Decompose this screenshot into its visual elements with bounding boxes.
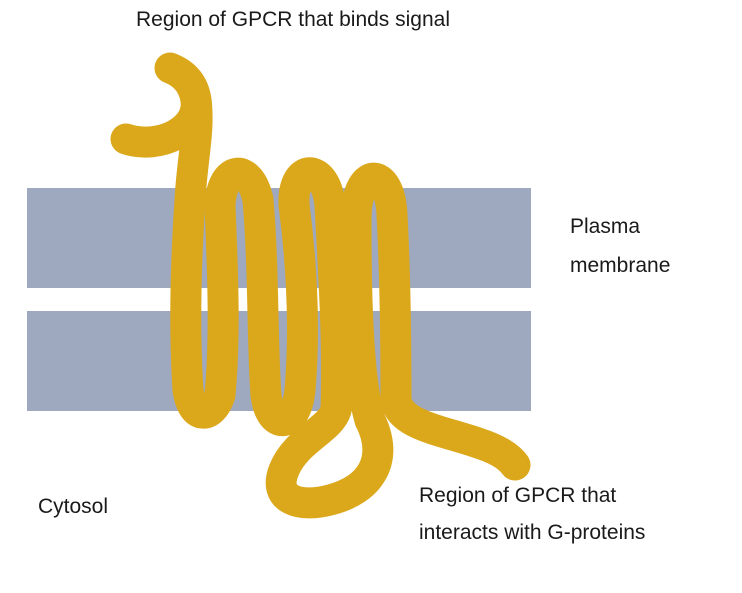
plasma-membrane-label-line2: membrane <box>570 253 671 277</box>
transmembrane-helix-6 <box>340 204 386 436</box>
cytosol-label: Cytosol <box>38 495 109 518</box>
gprotein-region-label-line1: Region of GPCR that <box>419 484 617 507</box>
transmembrane-helix-4 <box>278 189 318 406</box>
intracellular-loop-3 <box>265 394 394 519</box>
plasma-membrane-label: Plasma membrane <box>570 208 670 286</box>
gprotein-region-label: Region of GPCR that interacts with G-pro… <box>419 478 645 552</box>
binding-region-label: Region of GPCR that binds signal <box>136 8 451 31</box>
c-terminal-tail <box>380 384 531 481</box>
gprotein-region-label-line2: interacts with G-proteins <box>419 520 646 544</box>
gpcr-receptor <box>110 52 531 519</box>
transmembrane-helix-3 <box>242 184 282 411</box>
transmembrane-helix-5 <box>314 189 353 426</box>
transmembrane-helix-1 <box>170 84 213 406</box>
transmembrane-helix-7 <box>376 199 412 416</box>
plasma-membrane-label-line1: Plasma <box>570 215 641 238</box>
transmembrane-helix-2 <box>204 189 239 411</box>
